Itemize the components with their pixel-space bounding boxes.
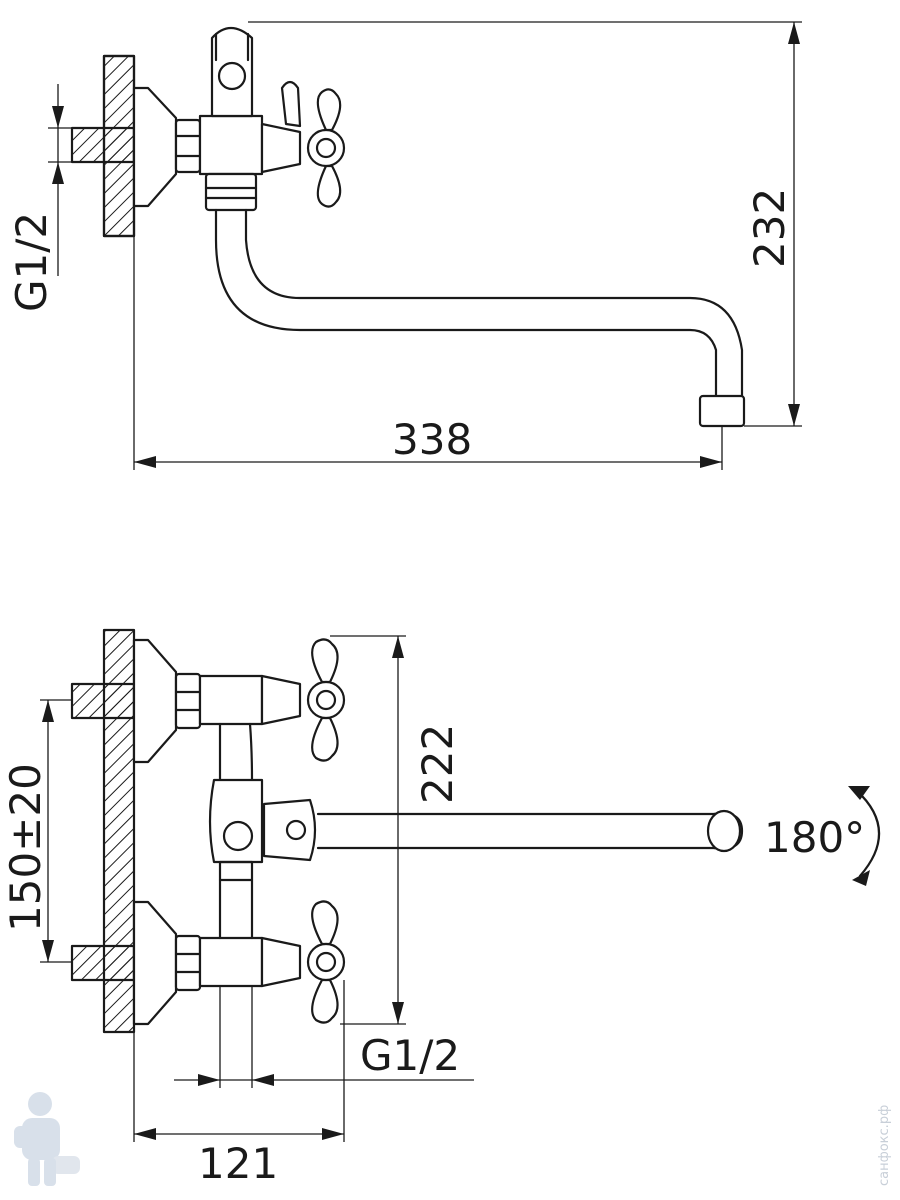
thread-label-top: G1/2: [7, 212, 56, 312]
top-view: [70, 26, 746, 428]
escutcheon-top: [132, 86, 178, 208]
mixer-body-top: [198, 114, 264, 176]
lever-top: [280, 80, 302, 128]
escutcheon-front-lower: [132, 900, 178, 1026]
outlet-nut-top: [204, 172, 258, 212]
watermark-site-text: санфокс.рф: [877, 1105, 892, 1186]
rotation-label: 180°: [764, 813, 865, 862]
cross-handle-front-upper[interactable]: [306, 638, 346, 762]
front-dimensions: 222 150±20 121 G1/2 180°: [1, 635, 881, 1188]
spout-front: [316, 812, 722, 850]
spout-top: [214, 208, 718, 398]
top-dimensions: 232 338 G1/2: [7, 21, 802, 470]
wall-section-top: [70, 54, 136, 238]
dim-spacing-front: 150±20: [1, 763, 50, 932]
hex-nut-front-lower: [174, 934, 202, 992]
body-front-lower: [198, 936, 264, 988]
front-view: [70, 628, 744, 1034]
aerator-top: [698, 394, 746, 428]
valve-cap-top: [260, 122, 302, 174]
cross-handle-front-lower[interactable]: [306, 900, 346, 1024]
escutcheon-front-upper: [132, 638, 178, 764]
hex-nut-front-upper: [174, 672, 202, 730]
dim-height-front: 222: [413, 724, 462, 804]
dim-height-top: 232: [745, 188, 794, 268]
plumber-mascot-icon: [14, 1092, 80, 1186]
thread-label-front: G1/2: [360, 1031, 460, 1080]
dim-width-front: 121: [198, 1139, 278, 1188]
cross-handle-top[interactable]: [306, 88, 346, 208]
dim-length-top: 338: [392, 415, 472, 464]
rotation-arrow-icon: [848, 786, 881, 886]
body-front-upper: [198, 674, 264, 726]
hex-nut-top: [174, 118, 202, 174]
